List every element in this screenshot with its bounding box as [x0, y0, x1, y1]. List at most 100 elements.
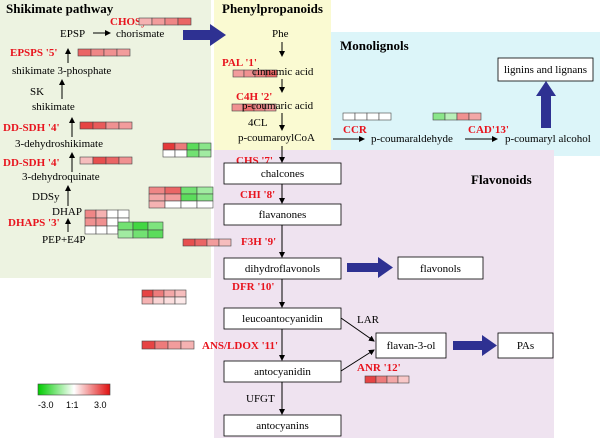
enzyme-dhaps: DHAPS '3': [8, 217, 60, 229]
enzyme-ccr: CCR: [343, 124, 368, 136]
heatmap-cell: [152, 296, 165, 305]
dihydroflavonols-to-flavonols-arrow: [347, 257, 393, 278]
legend-color-bar: [37, 383, 111, 396]
heatmap-cell: [198, 149, 212, 158]
metabolite-pep-e4p: PEP+E4P: [42, 234, 86, 246]
flavan-3-ol-box: [375, 332, 447, 359]
heatmap-cell: [164, 193, 182, 202]
anr-arrow: [340, 349, 375, 372]
heatmap-cell: [232, 69, 245, 78]
heatmap-cell: [148, 193, 166, 202]
heatmap-ans-ldox: [141, 340, 195, 350]
metabolite-cinnamic-acid: cinnamic acid: [252, 66, 314, 78]
metabolite-flavonols: flavonols: [420, 263, 461, 275]
heatmap-cell: [432, 112, 446, 121]
heatmap-cell: [174, 142, 188, 151]
heatmap-cell: [386, 375, 399, 384]
heatmap-cell: [141, 296, 154, 305]
heatmap-cell: [163, 289, 176, 298]
metabolite-p-coumaric-acid: p-coumaric acid: [242, 100, 314, 112]
heatmap-ccr: [342, 112, 392, 121]
heatmap-cell: [118, 121, 133, 130]
enzyme-c4h: C4H '2': [236, 91, 272, 103]
shikimate-panel-title: Shikimate pathway: [6, 1, 114, 16]
heatmap-cell: [106, 209, 119, 219]
heatmap-cad: [432, 112, 482, 121]
heatmap-cell: [154, 340, 169, 350]
heatmap-cell: [106, 225, 119, 235]
metabolite-epsp: EPSP: [60, 28, 85, 40]
heatmap-cell: [117, 209, 130, 219]
heatmap-cell: [180, 200, 198, 209]
heatmap-cell: [95, 217, 108, 227]
heatmap-cell: [468, 112, 482, 121]
metabolite-p-coumaroylcoa: p-coumaroylCoA: [238, 132, 315, 144]
enzyme-lar: LAR: [357, 314, 380, 326]
heatmap-cell: [164, 200, 182, 209]
heatmap-cell: [196, 200, 214, 209]
heatmap-cell: [174, 289, 187, 298]
enzyme-sk: SK: [30, 86, 44, 98]
heatmap-cell: [164, 186, 182, 195]
heatmap-cell: [106, 217, 119, 227]
heatmap-cell: [194, 238, 208, 247]
heatmap-cell: [92, 121, 107, 130]
heatmap-cell: [196, 193, 214, 202]
metabolite-3-dehydroquinate: 3-dehydroquinate: [22, 171, 100, 183]
heatmap-cell: [196, 186, 214, 195]
heatmap-cell: [95, 209, 108, 219]
heatmap-cell: [95, 225, 108, 235]
heatmap-cell: [132, 221, 149, 231]
heatmap-cell: [84, 209, 97, 219]
heatmap-chi: [148, 186, 214, 209]
heatmap-cell: [117, 221, 134, 231]
alcohol-to-lignins-arrow: [536, 81, 556, 128]
metabolite-p-coumaryl-alcohol: p-coumaryl alcohol: [505, 133, 591, 145]
enzyme-pal: PAL '1': [222, 57, 257, 69]
heatmap-cell: [366, 112, 380, 121]
heatmap-cell: [148, 200, 166, 209]
enzyme-epsps: EPSPS '5': [10, 47, 57, 59]
enzyme-dd-sdh-lower: DD-SDH '4': [3, 157, 60, 169]
enzyme-dfr: DFR '10': [232, 281, 274, 293]
heatmap-cell: [141, 340, 156, 350]
heatmap-cell: [167, 340, 182, 350]
heatmap-cell: [174, 149, 188, 158]
heatmap-cell: [342, 112, 356, 121]
product-pas: PAs: [517, 340, 534, 352]
metabolite-shikimate: shikimate: [32, 101, 75, 113]
heatmap-cell: [264, 103, 277, 112]
heatmap-cell: [180, 186, 198, 195]
heatmap-cell: [206, 238, 220, 247]
heatmap-cell: [84, 217, 97, 227]
metabolite-anthocyanidin: antocyanidin: [254, 366, 311, 378]
heatmap-cell: [444, 112, 458, 121]
flavan-to-pas-arrow: [453, 335, 497, 356]
heatmap-dhaps-green: [117, 221, 164, 239]
enzyme-cad: CAD'13': [468, 124, 509, 136]
legend-max-label: 3.0: [94, 400, 107, 410]
heatmap-cell: [162, 142, 176, 151]
heatmap-cell: [198, 142, 212, 151]
pas-box: [497, 332, 554, 359]
heatmap-cell: [397, 375, 410, 384]
metabolite-shikimate-3-phosphate: shikimate 3-phosphate: [12, 65, 111, 77]
heatmap-cell: [354, 112, 368, 121]
heatmap-cell: [186, 149, 200, 158]
metabolite-p-coumaraldehyde: p-coumaraldehyde: [371, 133, 453, 145]
metabolite-phe: Phe: [272, 28, 289, 40]
heatmap-cell: [364, 375, 377, 384]
heatmap-cell: [182, 238, 196, 247]
enzyme-4cl: 4CL: [248, 117, 268, 129]
heatmap-cell: [265, 69, 278, 78]
heatmap-cell: [105, 156, 120, 165]
monolignol-panel: [331, 32, 600, 156]
heatmap-cell: [92, 156, 107, 165]
heatmap-cell: [163, 296, 176, 305]
heatmap-cell: [186, 142, 200, 151]
metabolite-dihydroflavonols: dihydroflavonols: [245, 263, 320, 275]
heatmap-cell: [375, 375, 388, 384]
heatmap-cell: [177, 17, 192, 26]
heatmap-cell: [218, 238, 232, 247]
